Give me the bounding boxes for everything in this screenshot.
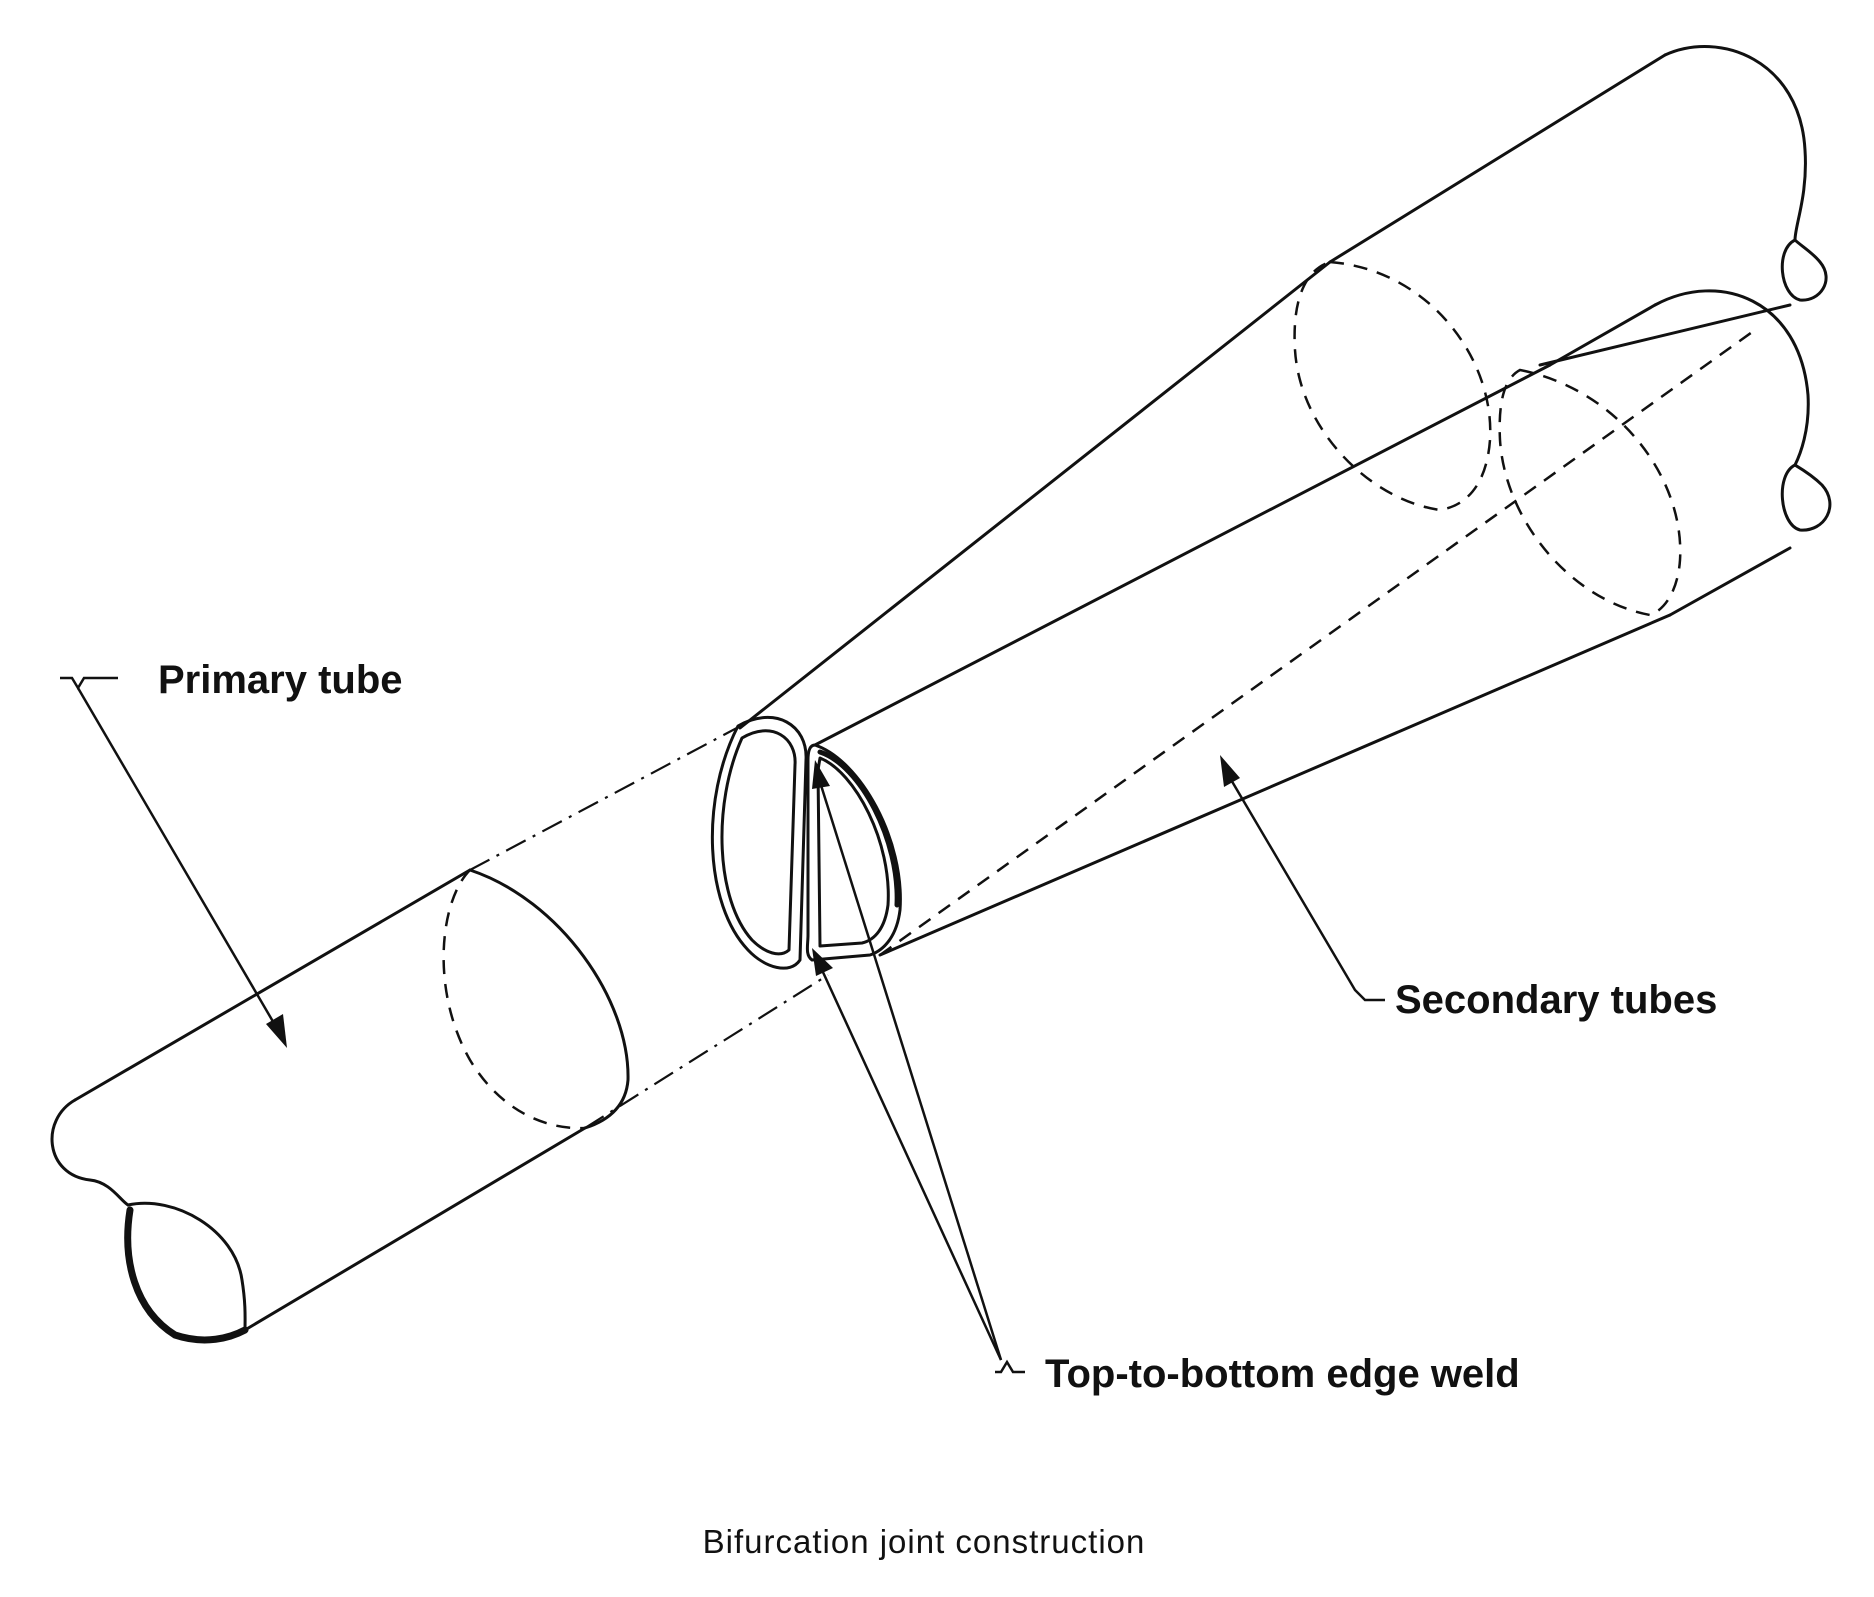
primary-tube-leader	[60, 676, 287, 1048]
secondary-tubes-leader	[1220, 755, 1385, 1002]
figure-caption: Bifurcation joint construction	[703, 1523, 1146, 1560]
primary-tube-label: Primary tube	[158, 658, 403, 702]
edge-weld-label: Top-to-bottom edge weld	[1045, 1352, 1520, 1396]
primary-tube-arrowhead	[266, 1014, 287, 1048]
primary-tube	[50, 721, 829, 1344]
secondary-tubes-label: Secondary tubes	[1395, 978, 1717, 1022]
secondary-tubes-arrowhead	[1220, 755, 1240, 787]
edge-weld-arrowhead-upper	[812, 760, 830, 789]
joint-weld-ends	[710, 715, 902, 970]
edge-weld-arrowhead-lower	[812, 948, 833, 976]
edge-weld-leader	[812, 760, 1025, 1374]
lower-secondary-tube	[813, 289, 1832, 957]
upper-secondary-tube	[738, 45, 1828, 730]
